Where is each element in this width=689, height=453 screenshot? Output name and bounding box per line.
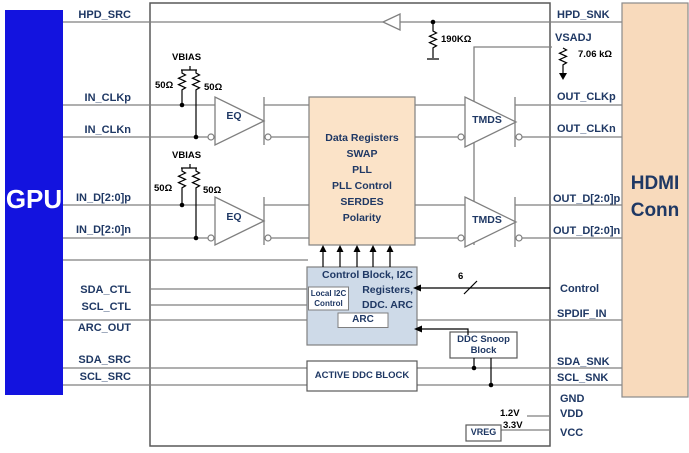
control-to-core-lines [322, 252, 391, 267]
pin-control: Control [560, 283, 600, 295]
control-bus-arrowhead [413, 284, 421, 292]
vbias1-label: VBIAS [172, 52, 202, 63]
eq1-label: EQ [226, 110, 242, 122]
junction-dot [430, 19, 436, 25]
pin-out-clkp: OUT_CLKp [557, 91, 616, 103]
vbias2-label: VBIAS [172, 150, 202, 161]
pin-vdd: VDD [560, 408, 584, 420]
pin-scl-snk: SCL_SNK [557, 372, 609, 384]
gpu-block [5, 10, 63, 395]
resistor-7-06k [558, 47, 568, 73]
local-i2c-label: Local I2C Control [310, 289, 347, 308]
arc-box-label: ARC [352, 314, 374, 325]
control-block-label: Control Block, I2C Registers, DDC. ARC [321, 269, 413, 311]
core-arrowhead-1 [319, 245, 327, 252]
core-arrowhead-2 [336, 245, 344, 252]
discrete-components [177, 22, 568, 385]
wire-snoop-to-control [422, 328, 469, 335]
resistor-50ohm-3 [177, 168, 187, 205]
arc-box [337, 312, 389, 328]
r50-label-1: 50Ω [155, 80, 174, 91]
vreg-label: VREG [470, 427, 497, 437]
vbias1-bar [181, 66, 197, 71]
active-ddc-label: ACTIVE DDC BLOCK [314, 370, 410, 381]
pin-spdif-in: SPDIF_IN [557, 308, 607, 320]
gpu-block-label: GPU [5, 184, 63, 214]
bus-width-label: 6 [458, 271, 464, 282]
arrowheads-and-dots [179, 19, 567, 388]
hdmi-conn-label: HDMI Conn [622, 170, 688, 224]
pin-arc-out: ARC_OUT [77, 322, 131, 334]
r50-label-3: 50Ω [154, 183, 173, 194]
junction-dot [179, 202, 185, 208]
ground-arrow-vsadj [559, 73, 567, 80]
inversion-bubbles [207, 133, 523, 242]
tmds2-label: TMDS [472, 214, 502, 226]
core-arrowhead-5 [386, 245, 394, 252]
signal-wires [63, 21, 622, 431]
hdmi-conn-block [621, 2, 689, 398]
pin-in-clkn: IN_CLKn [84, 124, 131, 136]
vbias2-bar [181, 164, 197, 169]
pin-in-dp: IN_D[2:0]p [75, 192, 131, 204]
pin-scl-ctl: SCL_CTL [81, 301, 132, 313]
eq2-triangle [214, 195, 266, 247]
junction-dot [193, 134, 199, 140]
pin-hpd-src: HPD_SRC [78, 9, 131, 21]
pin-in-clkp: IN_CLKp [84, 92, 131, 104]
core-registers-label: Data Registers SWAP PLL PLL Control SERD… [325, 132, 399, 224]
pin-out-dn: OUT_D[2:0]n [553, 225, 621, 237]
ddc-snoop-label: DDC Snoop Block [457, 334, 510, 356]
pin-out-dp: OUT_D[2:0]p [553, 193, 621, 205]
resistor-50ohm-1 [177, 70, 187, 105]
pin-gnd: GND [560, 393, 585, 405]
tmds1-label: TMDS [472, 114, 502, 126]
junction-dot [488, 382, 494, 388]
core-arrowhead-4 [369, 245, 377, 252]
snoop-arrowhead [414, 325, 422, 333]
pin-out-clkn: OUT_CLKn [557, 123, 616, 135]
eq1-triangle [214, 95, 266, 147]
rail-1v2-label: 1.2V [500, 408, 520, 419]
bus-width-slash [463, 280, 478, 295]
r50-label-4: 50Ω [203, 185, 222, 196]
resistor-50ohm-2 [191, 70, 201, 137]
active-ddc-box [306, 360, 418, 392]
vreg-box [465, 424, 502, 442]
junction-dot [471, 365, 477, 371]
wire-vsadj-feed [473, 46, 552, 245]
amplifiers [214, 12, 518, 249]
hdmi-conn-line1: HDMI [630, 173, 680, 194]
local-i2c-control-box [308, 286, 349, 311]
ddc-snoop-box [449, 331, 518, 359]
hdmi-conn-line2: Conn [630, 200, 680, 221]
rail-3v3-label: 3.3V [503, 420, 523, 431]
core-registers-block [308, 96, 416, 246]
junction-dot [179, 102, 185, 108]
hpd-buffer-triangle [381, 12, 401, 32]
r190-label: 190KΩ [441, 34, 472, 45]
pin-vsadj: VSADJ [555, 32, 592, 44]
resistor-50ohm-4 [191, 168, 201, 238]
pin-vcc: VCC [560, 427, 584, 439]
pin-in-dn: IN_D[2:0]n [75, 224, 131, 236]
core-arrowhead-3 [353, 245, 361, 252]
tmds1-triangle [464, 95, 518, 149]
pin-hpd-snk: HPD_SNK [557, 9, 610, 21]
resistor-190k [427, 22, 439, 60]
r50-label-2: 50Ω [204, 82, 223, 93]
pin-sda-ctl: SDA_CTL [80, 284, 131, 296]
eq2-label: EQ [226, 211, 242, 223]
tmds2-triangle [464, 195, 518, 249]
pin-sda-snk: SDA_SNK [557, 356, 610, 368]
junction-dot [193, 235, 199, 241]
pin-sda-src: SDA_SRC [78, 354, 131, 366]
r-vsadj-label: 7.06 kΩ [578, 49, 613, 60]
pin-scl-src: SCL_SRC [79, 371, 131, 383]
